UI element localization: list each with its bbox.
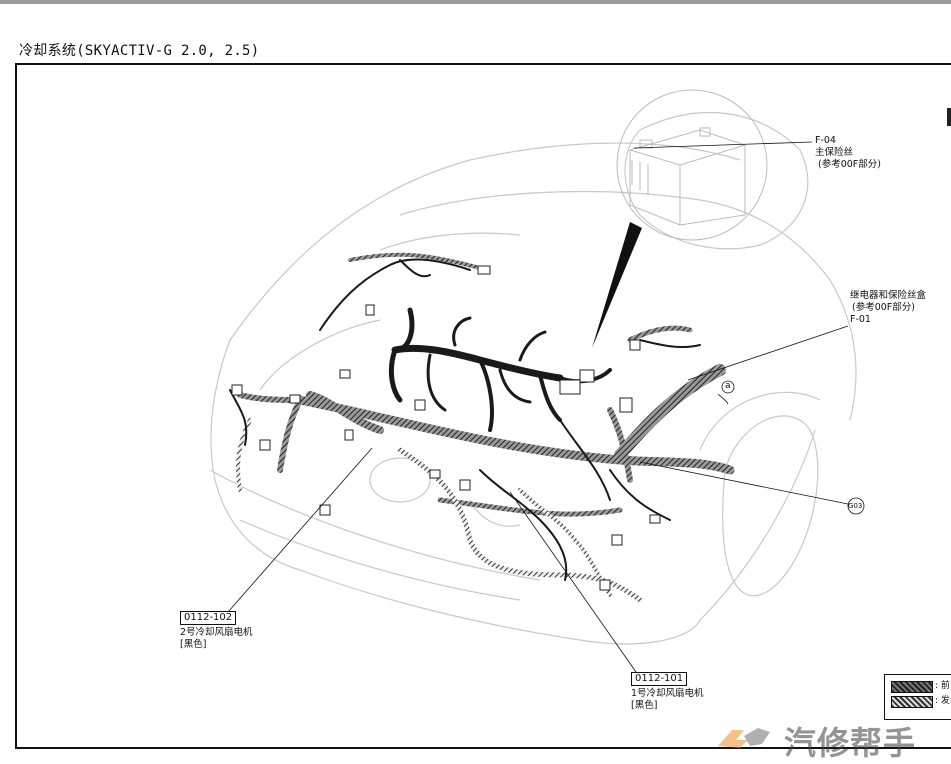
main-fuse-code: F-04 bbox=[815, 135, 836, 146]
legend-text-1: : 前 bbox=[935, 681, 950, 691]
harness-dark bbox=[229, 258, 701, 581]
legend-swatch-1 bbox=[891, 681, 933, 693]
fan-motor-1-code: 0112-101 bbox=[631, 672, 688, 686]
fan-motor-2-color: [黑色] bbox=[180, 639, 207, 650]
side-marker bbox=[947, 108, 951, 126]
leader-lines bbox=[227, 141, 849, 673]
legend-text-2: : 发 bbox=[935, 696, 950, 706]
fan-motor-1-color: [黑色] bbox=[631, 700, 658, 711]
ground-g03-label: G03 bbox=[848, 502, 863, 510]
relay-box-code: F-01 bbox=[850, 314, 871, 325]
marker-a-label: a bbox=[725, 381, 731, 391]
watermark-logo-icon bbox=[718, 728, 770, 748]
marker-a-circle bbox=[721, 380, 735, 394]
diagram-frame bbox=[15, 63, 951, 749]
battery-detail bbox=[616, 89, 768, 241]
page-title: 冷却系统(SKYACTIV-G 2.0, 2.5) bbox=[19, 43, 260, 59]
watermark-text: 汽修帮手 bbox=[784, 724, 917, 762]
main-fuse-ref: (参考00F部分) bbox=[818, 159, 881, 170]
harness-legend: : 前 : 发 bbox=[884, 674, 951, 720]
main-fuse-name: 主保险丝 bbox=[815, 147, 854, 158]
fan-motor-2-name: 2号冷却风扇电机 bbox=[180, 627, 253, 638]
ground-g03-circle bbox=[847, 497, 865, 515]
legend-swatch-2 bbox=[891, 696, 933, 708]
top-bar bbox=[0, 0, 951, 4]
zoom-pointer bbox=[592, 222, 642, 348]
fan-motor-2-code: 0112-102 bbox=[180, 611, 237, 625]
car-body-outline bbox=[209, 112, 857, 645]
fan-motor-1-name: 1号冷却风扇电机 bbox=[631, 688, 704, 699]
relay-box-name: 继电器和保险丝盒 bbox=[850, 290, 927, 301]
relay-box-ref: (参考00F部分) bbox=[852, 302, 915, 313]
connectors bbox=[231, 265, 661, 591]
